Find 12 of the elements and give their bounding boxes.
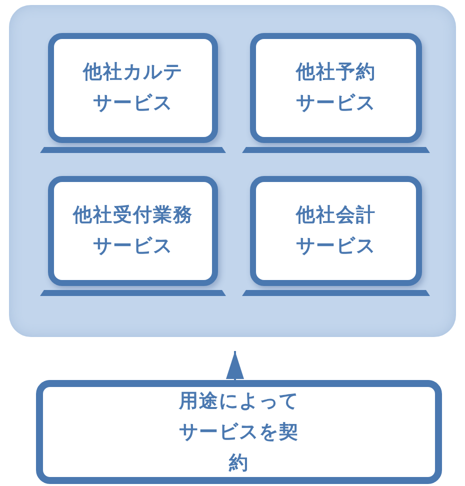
service-label: 他社会計サービス [294, 203, 377, 259]
service-label: 他社カルテサービス [82, 60, 184, 116]
laptop-screen [48, 176, 218, 286]
laptop-screen [250, 33, 422, 143]
laptop-screen [48, 33, 218, 143]
speech-box [36, 380, 442, 484]
service-label: 他社受付業務サービス [72, 203, 194, 259]
laptop-screen [250, 176, 422, 286]
panel-background [9, 5, 456, 337]
service-label: 他社予約サービス [294, 60, 377, 116]
caption-text: 用途によってサービスを契約 [178, 388, 300, 476]
pointer-arrow [226, 351, 244, 380]
